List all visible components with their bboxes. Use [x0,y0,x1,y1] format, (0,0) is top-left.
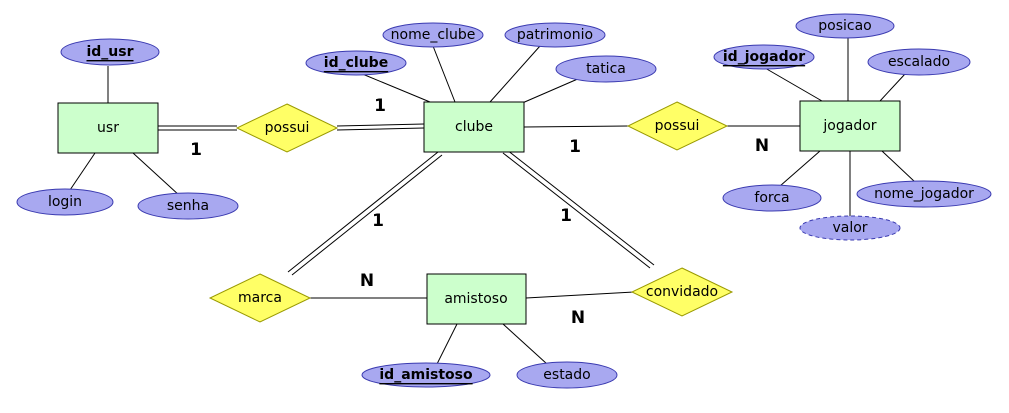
attr-posicao[interactable]: posicao [795,13,895,39]
attr-patrimonio[interactable]: patrimonio [504,22,606,48]
card-amistoso-convidado: N [571,308,585,328]
edge-jogador-escalado [879,73,906,102]
edge-clube-tatica [519,77,581,105]
relationship-possui-clube-jogador-label: possui [655,118,700,134]
card-possui-clube: 1 [374,96,386,116]
card-usr-possui: 1 [190,140,202,160]
entity-jogador-label: jogador [822,118,876,134]
attr-nome_jogador[interactable]: nome_jogador [856,180,992,208]
edge-possui-clube-b [336,127,425,131]
attr-id_jogador-label: id_jogador [723,49,805,65]
attr-id_clube[interactable]: id_clube [305,50,407,76]
relationship-possui-usr-clube[interactable]: possui [235,103,339,153]
card-clube-marca: 1 [372,211,384,231]
entity-clube-label: clube [455,119,493,135]
relationship-convidado-label: convidado [646,284,718,300]
attr-id_clube-label: id_clube [324,55,388,71]
entity-amistoso[interactable]: amistoso [426,273,527,325]
attr-tatica[interactable]: tatica [555,55,657,83]
card-marca-amistoso: N [360,271,374,291]
attr-nome_jogador-label: nome_jogador [874,186,974,202]
attr-forca[interactable]: forca [722,184,822,212]
edges [69,38,916,365]
edge-clube-marca-a [287,151,439,273]
edge-possui-clube-a [336,123,425,127]
attr-estado[interactable]: estado [516,361,618,389]
relationship-possui-usr-clube-label: possui [265,120,310,136]
relationship-possui-clube-jogador[interactable]: possui [626,101,729,151]
edge-amistoso-estado [502,323,548,365]
relationship-convidado[interactable]: convidado [630,267,734,317]
attr-senha-label: senha [167,198,209,214]
attr-nome_clube-label: nome_clube [391,27,476,43]
entity-jogador[interactable]: jogador [799,100,901,152]
attr-forca-label: forca [754,190,789,206]
attr-id_usr-label: id_usr [86,44,133,60]
attr-tatica-label: tatica [586,61,626,77]
attr-patrimonio-label: patrimonio [517,27,593,43]
edge-clube-convidado-b [506,149,655,266]
attr-nome_clube[interactable]: nome_clube [382,22,484,48]
attr-escalado[interactable]: escalado [867,48,971,76]
relationship-marca-label: marca [238,290,282,306]
relationship-marca[interactable]: marca [208,273,312,323]
attr-id_amistoso-label: id_amistoso [379,367,473,383]
edge-usr-senha [132,152,181,197]
edge-clube-marca-b [291,154,443,276]
entity-usr-label: usr [97,120,119,136]
edge-jogador-nome_jogador [881,150,916,183]
attr-id_jogador[interactable]: id_jogador [713,44,815,70]
attr-login[interactable]: login [16,188,114,216]
attr-senha[interactable]: senha [137,192,239,220]
edge-clube-nome_clube [432,45,456,103]
edge-amistoso-id_amistoso [436,323,458,365]
edge-usr-login [69,152,96,191]
edge-clube-possui2 [523,125,629,128]
entity-clube[interactable]: clube [423,101,525,153]
cardinalities: 1 1 1 N 1 N 1 N [190,96,769,328]
entity-usr[interactable]: usr [57,102,159,154]
entity-amistoso-label: amistoso [444,291,507,307]
edge-jogador-id_jogador [764,67,823,102]
edge-clube-patrimonio [489,45,541,103]
edge-amistoso-convidado [525,291,635,299]
attr-id_amistoso[interactable]: id_amistoso [361,362,491,388]
attr-posicao-label: posicao [818,18,871,34]
card-clube-convidado: 1 [560,206,572,226]
edge-jogador-forca [779,150,821,187]
attr-login-label: login [48,194,82,210]
attr-valor[interactable]: valor [799,215,901,241]
attr-id_usr[interactable]: id_usr [60,38,160,66]
edge-clube-convidado-a [502,152,651,269]
attr-estado-label: estado [543,367,590,383]
attr-escalado-label: escalado [888,54,950,70]
card-clube-possui2: 1 [569,137,581,157]
edge-clube-id_clube [359,72,431,103]
attr-valor-label: valor [832,220,867,236]
card-possui2-jogador: N [755,136,769,156]
